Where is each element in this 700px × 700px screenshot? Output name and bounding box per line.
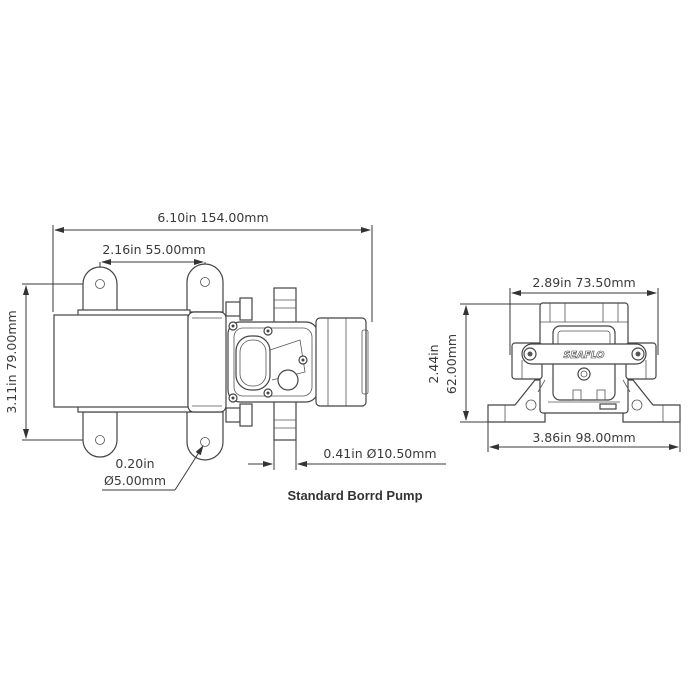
side-view	[22, 225, 446, 491]
hole-diameter-mm-label: Ø5.00mm	[104, 473, 166, 488]
brand-label: SEAFLO	[564, 350, 605, 361]
base-width-label: 3.86in 98.00mm	[532, 430, 635, 445]
port-diameter-label: 0.41in Ø10.50mm	[323, 446, 436, 461]
end-view	[460, 288, 681, 452]
hole-diameter-in-label: 0.20in	[115, 456, 154, 471]
head-width-label: 2.89in 73.50mm	[532, 275, 635, 290]
drawing-title: Standard Borrd Pump	[287, 488, 422, 503]
overall-height-label: 3.11in 79.00mm	[4, 310, 19, 413]
screw-icon	[228, 321, 308, 403]
height-mm-label: 62.00mm	[444, 334, 459, 394]
overall-length-label: 6.10in 154.00mm	[157, 210, 268, 225]
height-in-label: 2.44in	[426, 344, 441, 383]
hole-spacing-label: 2.16in 55.00mm	[102, 242, 205, 257]
